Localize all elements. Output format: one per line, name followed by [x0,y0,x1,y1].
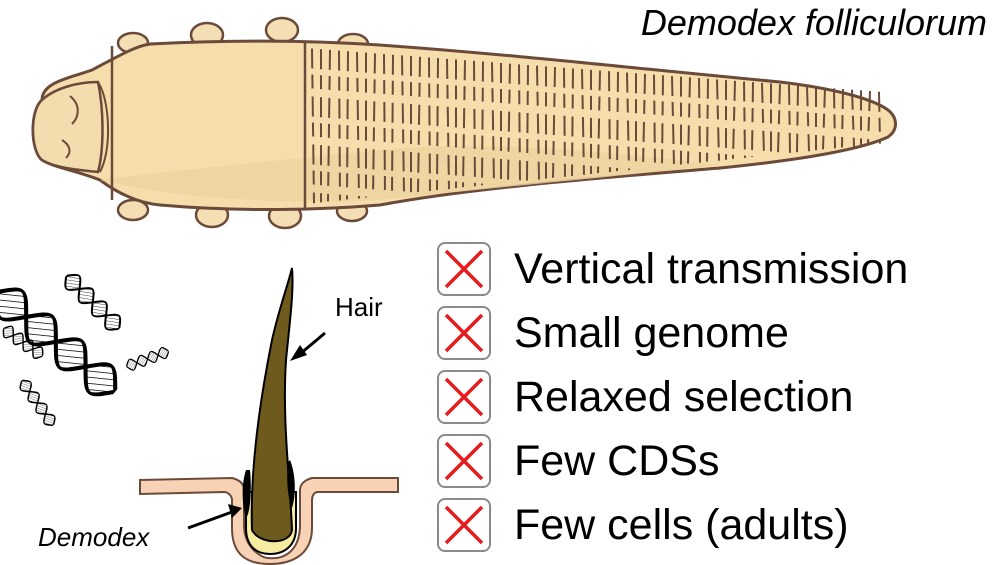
annulation-line [788,84,791,154]
mite-head [31,80,104,174]
annulation-line [661,75,664,167]
dna-icon [124,344,172,374]
hair-shaft [250,267,294,543]
annulation-line [706,78,709,162]
trait-label: Vertical transmission [514,244,909,293]
annulation-line [751,82,754,157]
annulation-line [616,71,619,172]
cross-icon [437,242,491,296]
annulation-line [462,60,466,188]
trait-item: Small genome [436,304,908,362]
trait-item: Vertical transmission [436,240,908,298]
annulation-line [732,80,736,159]
trait-label: Relaxed selection [514,372,854,421]
mite-shading [100,145,720,202]
trait-label: Few CDSs [514,436,720,485]
annulation-line [346,51,349,200]
annulation-line [401,55,405,194]
hair-arrow [299,331,326,356]
annulation-line [687,77,691,164]
annulation-line [841,89,844,148]
hair-label: Hair [335,292,383,322]
annulation-line [563,67,566,177]
cross-icon [437,434,491,488]
annulation-line [526,64,529,181]
demodex-arrow [187,510,233,530]
follicle-mite-right [287,460,295,508]
annulation-line [761,82,765,157]
annulation-line [608,71,611,173]
dna-cluster [0,268,172,430]
trait-item: Few CDSs [436,432,908,490]
annulation-line [327,49,331,202]
annulation-line [597,70,601,174]
mite-annulations [311,48,881,204]
trait-item: Few cells (adults) [436,496,908,554]
annulation-line [428,57,431,191]
trait-label: Small genome [514,308,789,357]
annulation-line [642,73,646,169]
label-arrows [187,331,326,530]
annulation-line [796,85,799,153]
trait-label: Few cells (adults) [514,500,849,549]
annulation-line [777,84,781,155]
annulation-line [653,74,656,168]
annulation-line [581,69,585,175]
annulation-line [356,51,360,199]
annulation-line [743,81,746,158]
annulation-line [473,60,476,187]
cross-icon [437,498,491,552]
annulation-line [536,65,540,180]
annulation-line [571,68,574,176]
annulation-line [806,86,810,152]
annulation-line [552,67,556,178]
demodex-label: Demodex [38,522,150,552]
annulation-line [851,89,855,147]
annulation-line [626,72,630,171]
species-title: Demodex folliculorum [640,2,987,43]
cross-icon [437,370,491,424]
annulation-line [436,58,439,191]
annulation-line [338,50,341,201]
cross-icon [437,306,491,360]
annulation-line [518,64,521,182]
annulation-line [446,58,450,190]
dna-icon [15,376,60,430]
mite-illustration [31,16,897,230]
annulation-line [507,63,511,183]
annulation-line [878,91,881,144]
annulation-line [311,48,315,204]
annulation-line [481,61,484,186]
trait-item: Relaxed selection [436,368,908,426]
hair-follicle [139,267,399,565]
annulation-line [822,87,826,150]
annulation-line [417,56,421,192]
annulation-line [716,79,720,161]
annulation-line [671,75,675,166]
trait-list: Vertical transmission Small genome Relax… [436,240,908,560]
annulation-line [833,88,836,149]
annulation-line [491,62,495,185]
follicle-mite-left [242,470,251,518]
annulation-line [698,78,701,163]
dna-icon [58,268,128,337]
annulation-line [867,91,871,145]
